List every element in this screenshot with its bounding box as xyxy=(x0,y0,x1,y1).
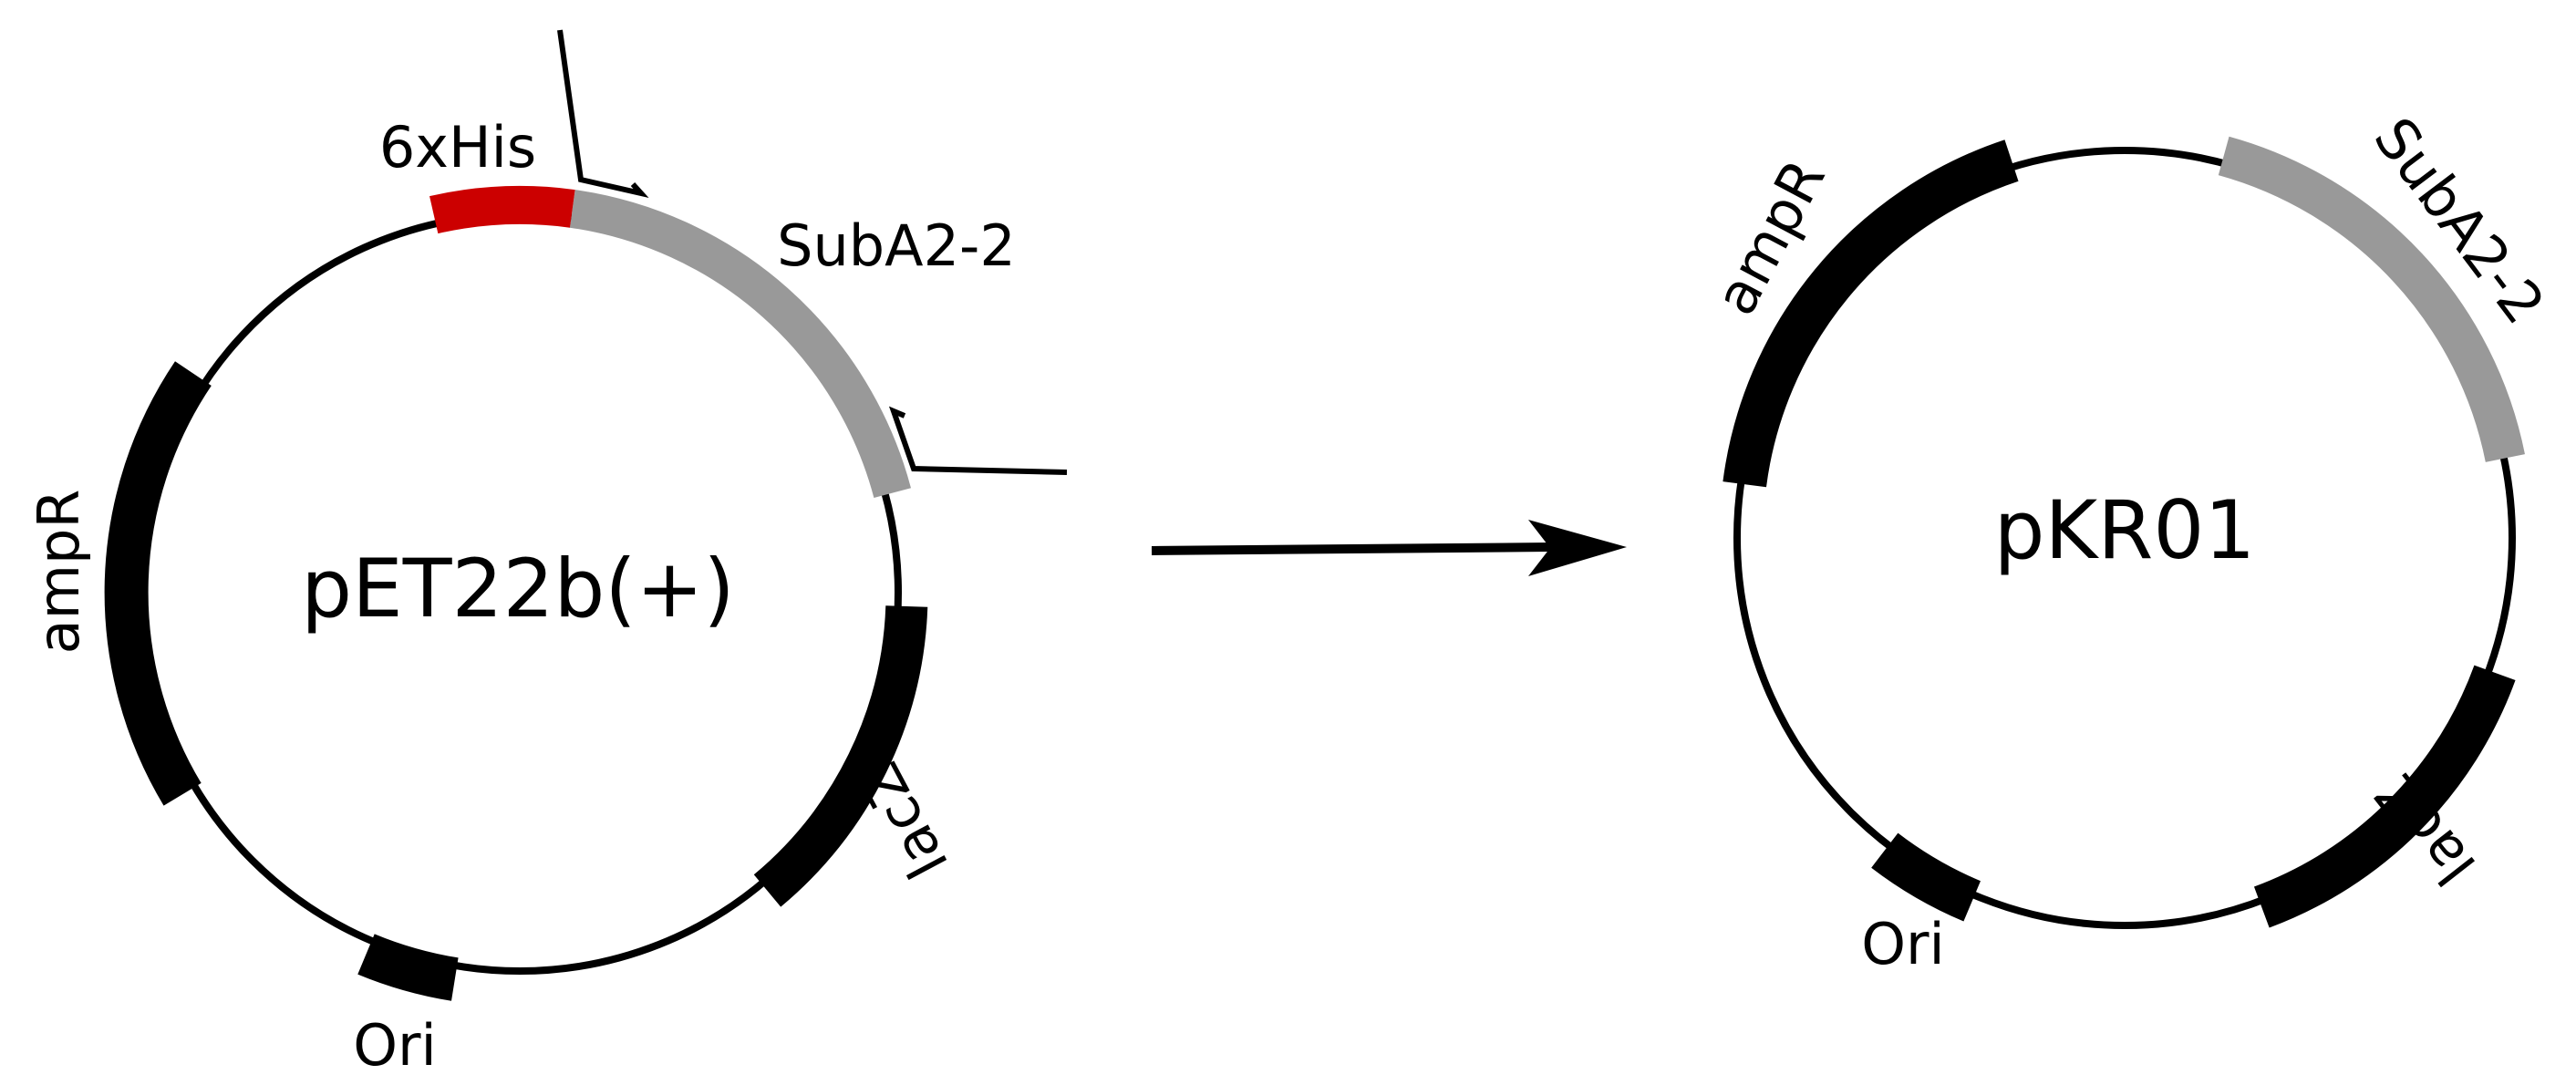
pkr01-ori-label: Ori xyxy=(1861,911,1945,977)
cloning-arrow-shaft xyxy=(1151,542,1551,555)
pkr01-ori-feature xyxy=(1871,832,1981,922)
pkr01-lacz-feature xyxy=(2253,665,2516,928)
pet22b-ori-label: Ori xyxy=(353,1012,437,1079)
pet22b-lacz-feature xyxy=(753,605,928,907)
reverse-primer-arrow xyxy=(888,406,1068,475)
pkr01-suba2-2-feature xyxy=(2218,136,2525,462)
pet22b-6xhis-feature xyxy=(429,186,575,234)
pet22b-ampr-label: ampR xyxy=(26,490,92,655)
pet22b-6xhis-label: 6xHis xyxy=(379,114,536,181)
pkr01-backbone xyxy=(1733,147,2516,929)
cloning-arrow-head xyxy=(1528,520,1627,576)
pet22b-suba2-2-feature xyxy=(569,190,911,499)
pet22b-ori-feature xyxy=(357,934,459,1001)
pet22b-name: pET22b(+) xyxy=(301,542,734,636)
plasmid-pkr01: pKR01 ampR SubA2-2 Ori lacZ xyxy=(1702,106,2558,977)
cloning-arrow xyxy=(1151,520,1627,576)
plasmid-pet22b: pET22b(+) 6xHis SubA2-2 ampR Ori lacZ xyxy=(26,29,1068,1079)
pet22b-suba2-2-label: SubA2-2 xyxy=(777,212,1016,279)
pkr01-name: pKR01 xyxy=(1994,483,2256,577)
pet22b-ampr-feature xyxy=(104,361,212,806)
forward-primer-arrow xyxy=(557,29,649,199)
pkr01-ampr-feature xyxy=(1723,140,2019,488)
